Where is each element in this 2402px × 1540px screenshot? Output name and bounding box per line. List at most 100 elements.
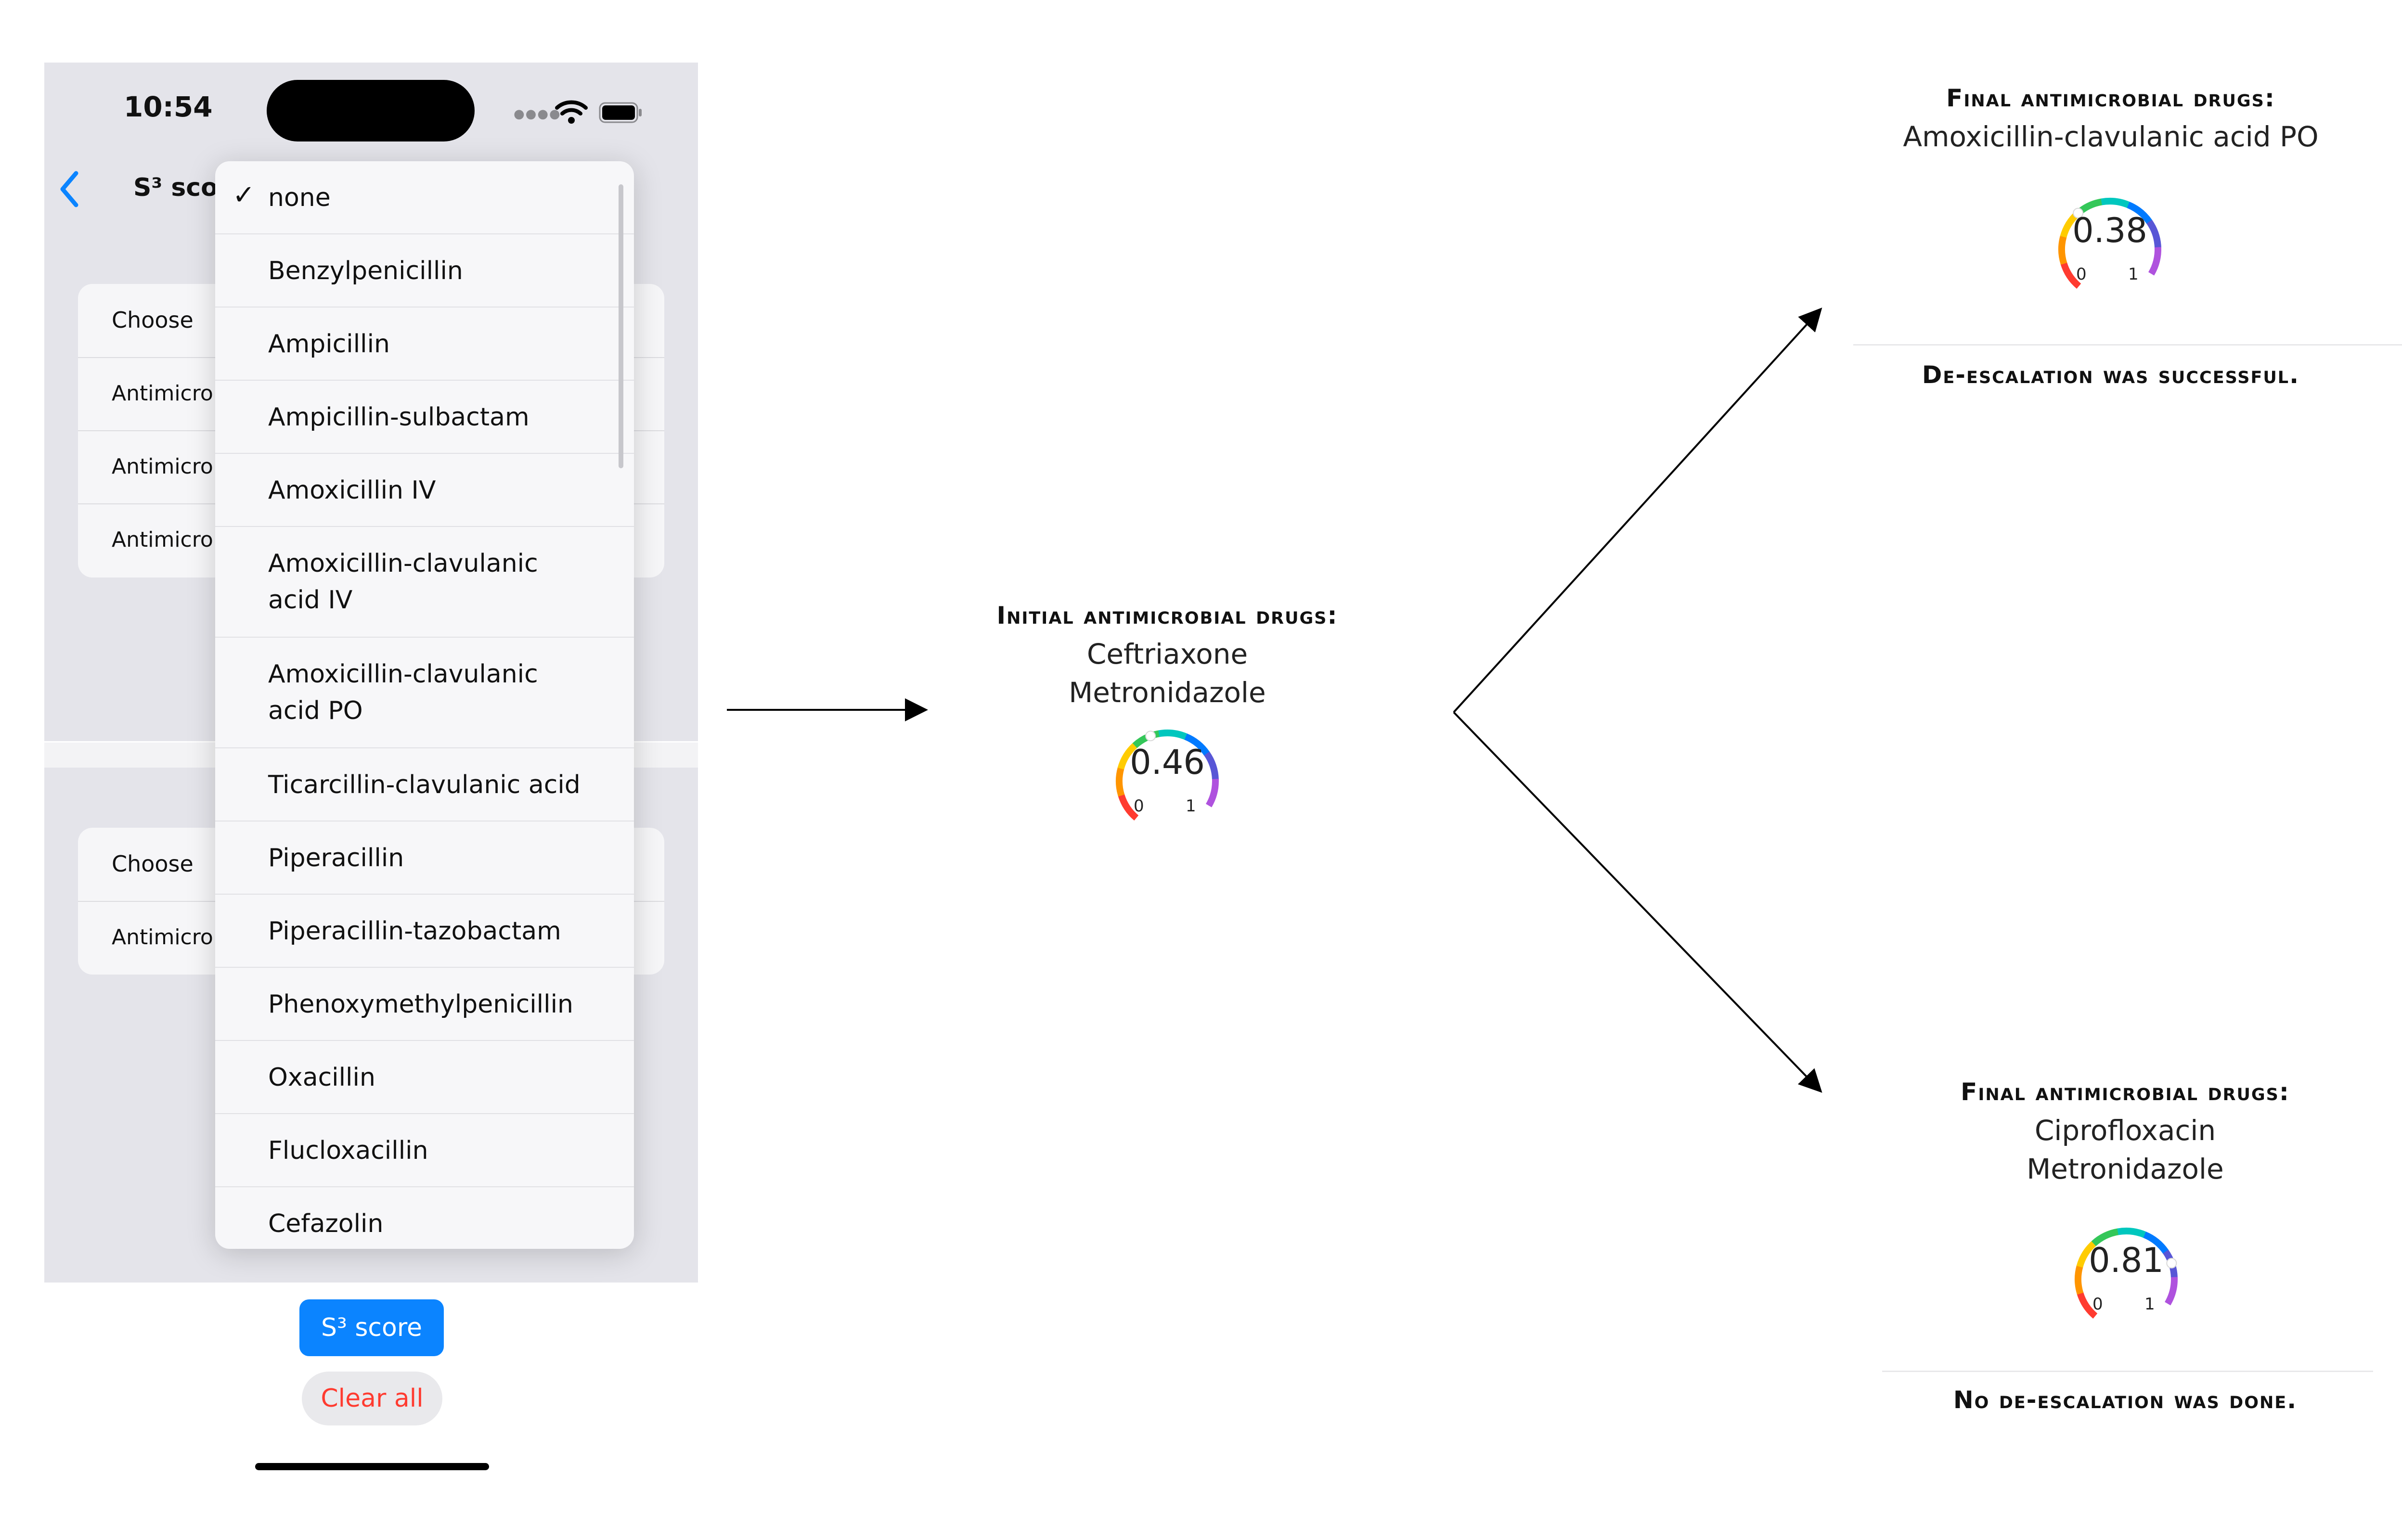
gauge-min-label: 0 [2076, 265, 2087, 284]
menu-item-label: Phenoxymethylpenicillin [268, 990, 573, 1019]
menu-item[interactable]: Benzylpenicillin [215, 234, 634, 308]
final-top-heading: Final antimicrobial drugs: [1946, 84, 2275, 112]
gauge-arc-segment [2058, 235, 2067, 265]
gauge-arc-segment [2127, 202, 2153, 224]
menu-item[interactable]: Amoxicillin-clavulanic acid PO [215, 638, 634, 748]
antimicrobial-row[interactable]: Antimicro [78, 901, 664, 974]
gauge-indicator-dot [2073, 207, 2084, 218]
antimicrobial-row[interactable]: Antimicro [78, 503, 664, 577]
menu-item[interactable]: Flucloxacillin [215, 1114, 634, 1187]
final-bottom-drug: Metronidazole [2027, 1153, 2224, 1185]
final-bottom-score-gauge: 0.81 0 1 [2068, 1222, 2184, 1328]
row-label: Antimicro [112, 454, 213, 479]
gauge-arc-segment [2076, 1241, 2097, 1268]
menu-item[interactable]: Piperacillin-tazobactam [215, 895, 634, 968]
gauge-arc-segment [1117, 743, 1138, 770]
menu-item-label: Ampicillin [268, 330, 390, 359]
drug-dropdown-menu[interactable]: ✓ none Benzylpenicillin Ampicillin Ampic… [215, 161, 634, 1249]
gauge-arc-segment [2164, 1277, 2178, 1306]
final-top-result: De-escalation was successful. [1922, 361, 2300, 389]
gauge-value: 0.81 [2089, 1241, 2164, 1280]
status-bar-time: 10:54 [124, 90, 213, 123]
gauge-arc-segment [1116, 767, 1125, 797]
gauge-value: 0.46 [1130, 743, 1205, 782]
final-bottom-heading: Final antimicrobial drugs: [1961, 1078, 2290, 1106]
initial-score-gauge: 0.46 0 1 [1110, 724, 1225, 830]
divider-line [1882, 1371, 2373, 1372]
menu-item-none[interactable]: ✓ none [215, 161, 634, 234]
card-header: Choose [112, 307, 194, 333]
dropdown-scrollbar[interactable] [619, 184, 623, 468]
menu-item[interactable]: Ampicillin [215, 308, 634, 381]
menu-item[interactable]: Amoxicillin-clavulanic acid IV [215, 527, 634, 638]
final-top-score-gauge: 0.38 0 1 [2052, 192, 2168, 298]
menu-item-label: Oxacillin [268, 1063, 375, 1092]
checkmark-icon: ✓ [232, 180, 255, 211]
gauge-arc-segment [2077, 1292, 2098, 1319]
gauge-arc-segment [1158, 730, 1188, 740]
gauge-arc-segment [1184, 733, 1210, 756]
wifi-icon [555, 100, 588, 124]
clear-all-button[interactable]: Clear all [302, 1372, 442, 1425]
row-label: Antimicro [112, 381, 213, 406]
menu-item[interactable]: Cefazolin [215, 1187, 634, 1249]
menu-item-label: none [268, 183, 331, 212]
gauge-min-label: 0 [2092, 1295, 2103, 1314]
gauge-indicator-dot [1145, 731, 1156, 742]
gauge-arc-segment [2148, 247, 2161, 276]
menu-item-label: Ticarcillin-clavulanic acid [268, 770, 581, 799]
back-chevron-icon[interactable] [55, 167, 84, 211]
gauge-min-label: 0 [1134, 796, 1144, 816]
gauge-arc-segment [2117, 1228, 2146, 1238]
gauge-indicator-dot [2166, 1258, 2177, 1269]
menu-item-label: Amoxicillin IV [268, 476, 436, 505]
gauge-max-label: 1 [2144, 1295, 2155, 1314]
gauge-arc-segment [2146, 219, 2161, 248]
menu-item-label: Benzylpenicillin [268, 257, 463, 285]
arrow-to-final-bottom [1453, 711, 1822, 1093]
card-header: Choose [112, 851, 194, 877]
menu-item-label: Flucloxacillin [268, 1136, 428, 1165]
divider-line [1853, 344, 2402, 346]
gauge-arc-segment [2101, 198, 2130, 208]
menu-item-label: Ampicillin-sulbactam [268, 403, 529, 432]
initial-heading: Initial antimicrobial drugs: [996, 602, 1338, 629]
menu-item[interactable]: Oxacillin [215, 1041, 634, 1114]
gauge-arc-segment [2060, 262, 2081, 289]
initial-drug: Metronidazole [1069, 676, 1266, 709]
menu-item[interactable]: Phenoxymethylpenicillin [215, 968, 634, 1041]
menu-item[interactable]: Ampicillin-sulbactam [215, 381, 634, 454]
menu-item[interactable]: Ticarcillin-clavulanic acid [215, 748, 634, 821]
final-bottom-result: No de-escalation was done. [1953, 1386, 2298, 1414]
menu-item-label: Cefazolin [268, 1209, 384, 1238]
initial-drug: Ceftriaxone [1086, 638, 1248, 670]
gauge-arc [2075, 1228, 2178, 1319]
menu-item-label: Piperacillin-tazobactam [268, 917, 561, 946]
row-label: Antimicro [112, 527, 213, 552]
gauge-arc-segment [2143, 1232, 2169, 1254]
arrow-to-final-top [1453, 308, 1822, 713]
gauge-max-label: 1 [2128, 265, 2139, 284]
s3-score-button[interactable]: S³ score [299, 1299, 444, 1356]
gauge-value: 0.38 [2072, 211, 2147, 250]
menu-item-label: Piperacillin [268, 844, 404, 873]
menu-item[interactable]: Amoxicillin IV [215, 454, 634, 527]
phone-screenshot: 10:54 ●●●● S³ sco Choose Antimicro Antim… [44, 63, 698, 1487]
final-bottom-drug: Ciprofloxacin [2034, 1114, 2216, 1147]
cellular-signal-icon: ●●●● [514, 107, 561, 121]
home-indicator [255, 1463, 489, 1470]
nav-title: S³ sco [133, 173, 218, 202]
gauge-arc-segment [1118, 794, 1139, 821]
gauge-arc-segment [1205, 779, 1219, 808]
menu-item[interactable]: Piperacillin [215, 821, 634, 895]
menu-item-label: Amoxicillin-clavulanic acid IV [268, 549, 538, 615]
gauge-arc-segment [1204, 751, 1219, 780]
battery-icon [599, 102, 642, 123]
gauge-max-label: 1 [1186, 796, 1196, 816]
final-top-drug: Amoxicillin-clavulanic acid PO [1903, 120, 2319, 153]
menu-item-label: Amoxicillin-clavulanic acid PO [268, 660, 538, 725]
dynamic-island [267, 80, 475, 141]
gauge-arc [2058, 198, 2161, 289]
gauge-arc-segment [2091, 1228, 2119, 1246]
